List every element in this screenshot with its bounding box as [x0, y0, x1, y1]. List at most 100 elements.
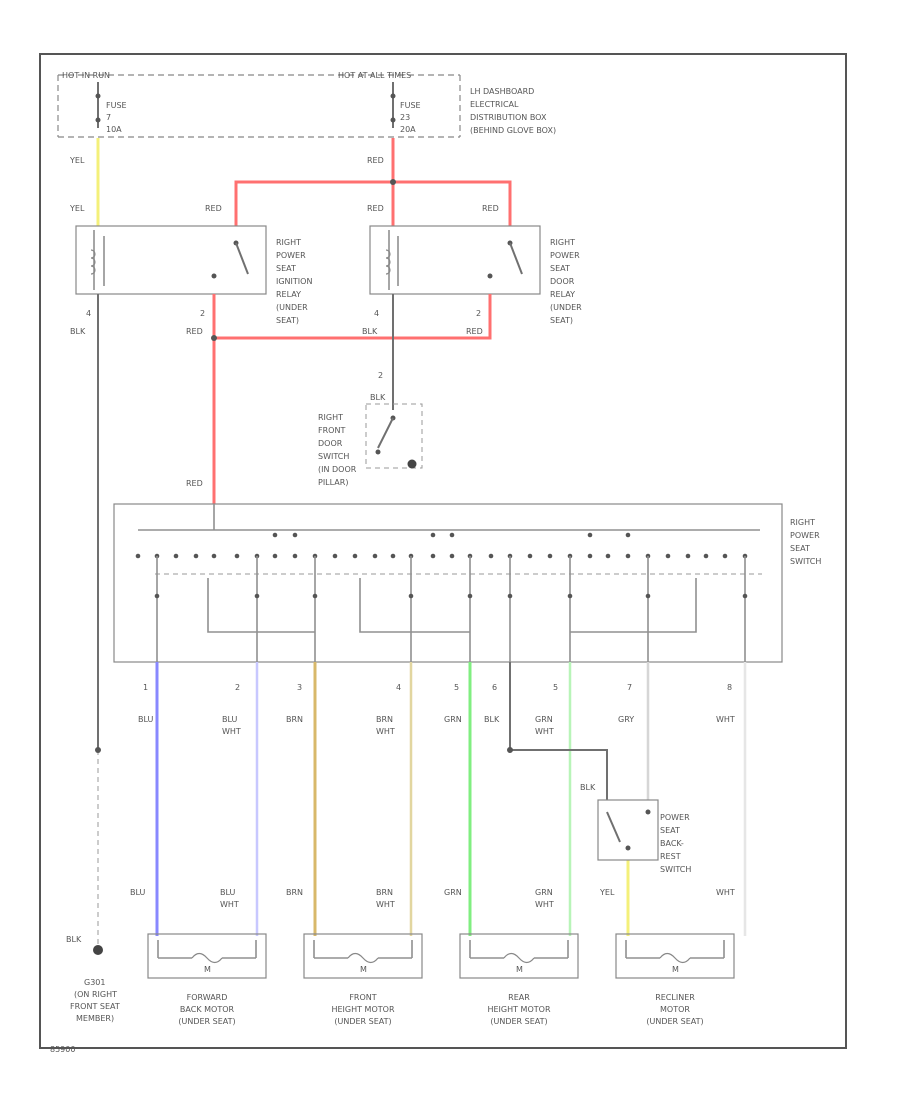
switch-contact-dot [547, 553, 553, 559]
label-gry-upper: GRY [618, 715, 634, 724]
switch-pin-5a: 5 [454, 683, 459, 692]
ground-label-1: G301 [84, 978, 105, 987]
switch-pin-6: 6 [492, 683, 497, 692]
switch-contact-dot [372, 553, 378, 559]
diagram-border [39, 53, 847, 1049]
motor-label: HEIGHT MOTOR [487, 1005, 550, 1014]
switch-pin-4: 4 [396, 683, 401, 692]
motor-label: REAR [508, 993, 530, 1002]
door-relay-label-4: DOOR [550, 277, 575, 286]
backrest-label-5: SWITCH [660, 865, 691, 874]
ignition-relay-pin-4: 4 [86, 309, 91, 318]
switch-contact-dot [527, 553, 533, 559]
ignition-relay-label-1: RIGHT [276, 238, 301, 247]
ground-icon [93, 945, 103, 955]
wire-label-red-3: RED [205, 204, 222, 213]
switch-contact-dot [135, 553, 141, 559]
label-brn-wht-lower-1: BRN [376, 888, 393, 897]
fuse-7: FUSE 7 10A [95, 82, 127, 134]
motor-symbol: M [672, 965, 679, 974]
ignition-relay-label-5: RELAY [276, 290, 301, 299]
backrest-label-3: BACK- [660, 839, 684, 848]
wire-label-yel-2: YEL [69, 204, 85, 213]
label-blk-backrest: BLK [580, 783, 596, 792]
switch-contact-dot [587, 532, 593, 538]
switch-contact-dot [605, 553, 611, 559]
wire-label-blk-4: BLK [370, 393, 386, 402]
ignition-relay-label-3: SEAT [276, 264, 296, 273]
ignition-relay-label-2: POWER [276, 251, 306, 260]
wire-label-red-4: RED [482, 204, 499, 213]
switch-contact-dot [272, 553, 278, 559]
switch-contact-dot [234, 553, 240, 559]
ground-label-2: (ON RIGHT [74, 990, 117, 999]
fuse-7-name: FUSE [106, 101, 127, 110]
seat-switch-contacts [135, 532, 748, 662]
label-brn-upper: BRN [286, 715, 303, 724]
switch-contact-dot [703, 553, 709, 559]
motor-label: MOTOR [660, 1005, 690, 1014]
backrest-label-1: POWER [660, 813, 690, 822]
switch-contact-dot [587, 553, 593, 559]
label-blk-upper: BLK [484, 715, 500, 724]
wire-red-relay-output [212, 294, 492, 340]
motor-label: (UNDER SEAT) [646, 1017, 703, 1026]
door-relay-pin-2: 2 [476, 309, 481, 318]
label-blu-lower: BLU [130, 888, 146, 897]
motor-coil-icon [503, 952, 535, 964]
door-switch-label-1: RIGHT [318, 413, 343, 422]
seat-switch-label-3: SEAT [790, 544, 810, 553]
fuse-7-number: 7 [106, 113, 111, 122]
fuse-23: FUSE 23 20A [390, 82, 421, 134]
motor-label: BACK MOTOR [180, 1005, 235, 1014]
motor-symbol: M [360, 965, 367, 974]
door-relay-label-1: RIGHT [550, 238, 575, 247]
seat-switch: RIGHT POWER SEAT SWITCH [113, 503, 821, 663]
switch-terminal-dot [507, 593, 513, 599]
switch-contact-dot [449, 532, 455, 538]
door-relay-label-3: SEAT [550, 264, 570, 273]
switch-contact-dot [352, 553, 358, 559]
label-wht-upper: WHT [716, 715, 735, 724]
switch-contact-dot [722, 553, 728, 559]
switch-terminal-dot [408, 593, 414, 599]
box-label-1: LH DASHBOARD [470, 87, 534, 96]
label-wht-lower: WHT [716, 888, 735, 897]
wire-blk-backrest [509, 662, 608, 800]
switch-pin-1: 1 [143, 683, 148, 692]
switch-contact-dot [449, 553, 455, 559]
switch-contact-dot [193, 553, 199, 559]
hot-at-all-times-label: HOT AT ALL TIMES [338, 71, 411, 80]
switch-terminal-dot [154, 593, 160, 599]
door-relay-label-2: POWER [550, 251, 580, 260]
switch-terminal-dot [312, 593, 318, 599]
backrest-label-4: REST [660, 852, 681, 861]
door-switch-label-4: SWITCH [318, 452, 349, 461]
label-brn-lower: BRN [286, 888, 303, 897]
motor-label: (UNDER SEAT) [490, 1017, 547, 1026]
label-grn-wht-lower-2: WHT [535, 900, 554, 909]
door-switch-label-5: (IN DOOR [318, 465, 357, 474]
switch-contact-dot [625, 553, 631, 559]
figure-id: 85900 [50, 1045, 75, 1054]
ignition-relay-label-7: SEAT) [276, 316, 299, 325]
motor-label: HEIGHT MOTOR [331, 1005, 394, 1014]
box-label-3: DISTRIBUTION BOX [470, 113, 547, 122]
door-relay-label-7: SEAT) [550, 316, 573, 325]
ignition-relay: RIGHT POWER SEAT IGNITION RELAY (UNDER S… [75, 225, 312, 325]
switch-terminal-dot [254, 593, 260, 599]
box-label-2: ELECTRICAL [470, 100, 519, 109]
switch-contact-dot [332, 553, 338, 559]
wire-label-red-5: RED [186, 327, 203, 336]
wire-label-blk-3: BLK [362, 327, 378, 336]
switch-contact-dot [665, 553, 671, 559]
switch-contact-dot [292, 553, 298, 559]
door-switch: 2 BLK RIGHT FRONT DOOR SWITCH (IN DOOR P… [318, 371, 423, 487]
label-blu-wht-upper-1: BLU [222, 715, 238, 724]
wire-label-red-6: RED [186, 479, 203, 488]
label-brn-wht-upper-1: BRN [376, 715, 393, 724]
